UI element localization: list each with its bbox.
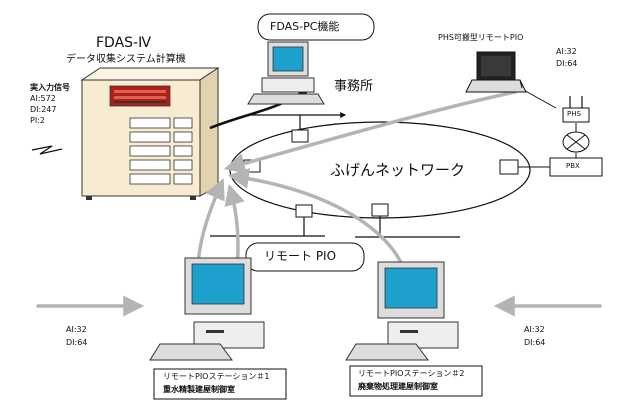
- system-subtitle: データ収集システム計算機: [66, 54, 186, 65]
- fdas-server-cabinet: [80, 67, 220, 200]
- system-title: FDAS-Ⅳ: [96, 35, 152, 51]
- phs-laptop: [465, 51, 527, 93]
- station2-location: 廃棄物処理建屋制御室: [358, 382, 438, 391]
- station1-location: 重水精製建屋制御室: [163, 385, 235, 394]
- station2-di: DI:64: [524, 338, 546, 347]
- station1-di: DI:64: [66, 338, 88, 347]
- pbx-label: PBX: [566, 162, 580, 170]
- station2-title: リモートPIOステーション＃2: [358, 369, 465, 378]
- office-label: 事務所: [334, 79, 374, 94]
- office-bubble: [257, 13, 375, 41]
- signals-heading: 実入力信号: [30, 83, 70, 92]
- phs-pio-title: PHS可搬型リモートPIO: [438, 33, 524, 42]
- phs-pio-ai: AI:32: [556, 47, 577, 56]
- station1-workstation: [149, 257, 265, 361]
- office-pc: [247, 41, 325, 105]
- phs-pio-di: DI:64: [556, 59, 578, 68]
- remote-pio-bubble-label: リモート PIO: [264, 249, 337, 263]
- signal-mark: [31, 145, 63, 155]
- station1-ai: AI:32: [66, 325, 87, 334]
- station2-label-box: [349, 365, 483, 397]
- signals-ai: AI:572: [30, 94, 56, 103]
- station2-workstation: [345, 261, 459, 361]
- station1-title: リモートPIOステーション＃1: [163, 372, 270, 381]
- signals-di: DI:247: [30, 105, 57, 114]
- office-bubble-label: FDAS-PC機能: [270, 20, 340, 33]
- phs-antenna-icon: [562, 96, 590, 123]
- phs-label: PHS: [567, 110, 581, 118]
- station1-label-box: [153, 368, 287, 400]
- phs-handset-icon: [562, 123, 590, 153]
- remote-pio-bubble: [245, 242, 365, 272]
- network-label: ふげんネットワーク: [330, 161, 466, 179]
- signals-pi: PI:2: [30, 116, 45, 125]
- station2-ai: AI:32: [524, 325, 545, 334]
